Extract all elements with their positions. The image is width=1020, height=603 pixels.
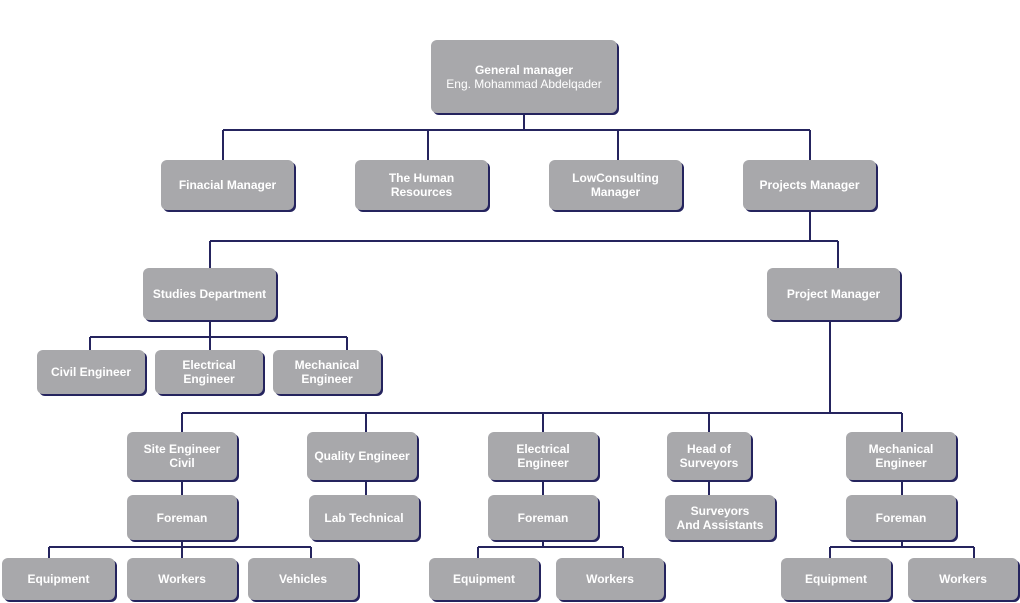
workers-label: Workers <box>158 572 206 586</box>
general-manager-name: Eng. Mohammad Abdelqader <box>446 76 602 91</box>
foreman-label: Foreman <box>875 510 927 525</box>
head-of-surveyors-line1: Head of <box>686 442 731 456</box>
consulting-manager-label-line2: Manager <box>590 185 641 199</box>
project-manager-label: Project Manager <box>786 287 881 301</box>
head-of-surveyors-box: Head of Surveyors <box>667 432 751 480</box>
projects-manager-label: Projects Manager <box>759 178 860 192</box>
studies-electrical-engineer-box: Electrical Engineer <box>155 350 263 394</box>
civil-engineer-box: Civil Engineer <box>37 350 145 394</box>
equipment-label: Equipment <box>453 572 515 586</box>
consulting-manager-box: LowConsulting Manager <box>549 160 682 210</box>
workers-label: Workers <box>586 572 634 586</box>
site-mechanical-engineer-box: Mechanical Engineer <box>846 432 956 480</box>
financial-manager-label: Finacial Manager <box>178 178 277 192</box>
workers-box: Workers <box>127 558 237 600</box>
site-engineer-line2: Civil <box>169 456 195 470</box>
foreman-box: Foreman <box>127 495 237 540</box>
surveyors-assistants-line2: And Assistants <box>676 517 764 532</box>
human-resources-label-line2: Resources <box>390 185 453 199</box>
site-engineer-line1: Site Engineer <box>143 442 221 456</box>
equipment-label: Equipment <box>805 572 867 586</box>
surveyors-assistants-box: Surveyors And Assistants <box>665 495 775 540</box>
head-of-surveyors-line2: Surveyors <box>679 456 739 470</box>
project-manager-box: Project Manager <box>767 268 900 320</box>
lab-technical-box: Lab Technical <box>309 495 419 540</box>
workers-box: Workers <box>556 558 664 600</box>
studies-electrical-engineer-line2: Engineer <box>183 372 235 386</box>
site-electrical-engineer-box: Electrical Engineer <box>488 432 598 480</box>
quality-engineer-label: Quality Engineer <box>314 449 410 463</box>
workers-label: Workers <box>939 572 987 586</box>
civil-engineer-label: Civil Engineer <box>50 365 132 379</box>
equipment-box: Equipment <box>2 558 115 600</box>
foreman-box: Foreman <box>846 495 956 540</box>
equipment-box: Equipment <box>781 558 891 600</box>
equipment-label: Equipment <box>27 572 90 586</box>
studies-electrical-engineer-line1: Electrical <box>182 358 236 372</box>
equipment-box: Equipment <box>429 558 539 600</box>
lab-technical-label: Lab Technical <box>324 510 404 525</box>
human-resources-box: The Human Resources <box>355 160 488 210</box>
studies-mechanical-engineer-box: Mechanical Engineer <box>273 350 381 394</box>
studies-mechanical-engineer-line1: Mechanical <box>294 358 360 372</box>
site-mechanical-engineer-line2: Engineer <box>875 456 927 470</box>
projects-manager-box: Projects Manager <box>743 160 876 210</box>
site-electrical-engineer-line1: Electrical <box>516 442 570 456</box>
surveyors-assistants-line1: Surveyors <box>690 503 750 518</box>
human-resources-label-line1: The Human <box>388 171 455 185</box>
consulting-manager-label-line1: LowConsulting <box>572 171 659 185</box>
site-engineer-box: Site Engineer Civil <box>127 432 237 480</box>
foreman-label: Foreman <box>517 510 569 525</box>
general-manager-title: General manager <box>474 62 574 77</box>
foreman-box: Foreman <box>488 495 598 540</box>
workers-box: Workers <box>908 558 1018 600</box>
quality-engineer-box: Quality Engineer <box>307 432 417 480</box>
site-mechanical-engineer-line1: Mechanical <box>868 442 934 456</box>
studies-mechanical-engineer-line2: Engineer <box>301 372 353 386</box>
site-electrical-engineer-line2: Engineer <box>517 456 569 470</box>
foreman-label: Foreman <box>156 510 208 525</box>
studies-department-box: Studies Department <box>143 268 276 320</box>
studies-department-label: Studies Department <box>152 287 267 301</box>
general-manager-box: General manager Eng. Mohammad Abdelqader <box>431 40 617 113</box>
vehicles-label: Vehicles <box>278 572 328 586</box>
vehicles-box: Vehicles <box>248 558 358 600</box>
financial-manager-box: Finacial Manager <box>161 160 294 210</box>
